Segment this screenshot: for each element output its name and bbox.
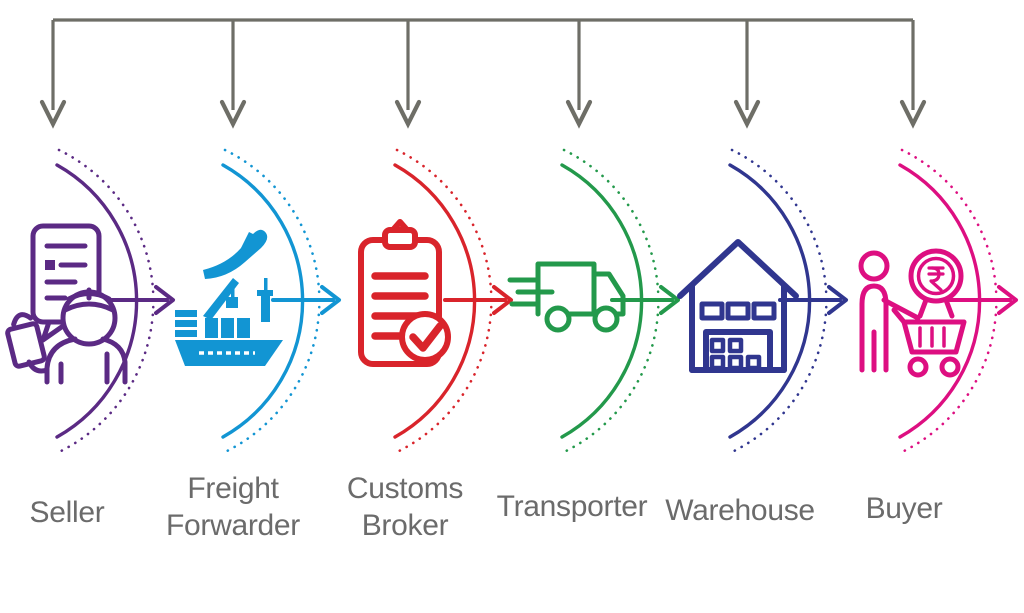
dotted-arc bbox=[562, 148, 660, 454]
stage-seller bbox=[0, 140, 197, 460]
seller-person-with-bag-icon bbox=[5, 223, 128, 385]
stage-label-transporter: Transporter bbox=[496, 490, 648, 523]
flow-arrow-right-icon bbox=[443, 285, 513, 315]
stage-label-seller: Seller bbox=[29, 496, 105, 529]
flow-arrow-right-icon bbox=[105, 285, 175, 315]
dotted-arc bbox=[730, 148, 828, 454]
stage-label-warehouse: Warehouse bbox=[665, 494, 815, 527]
delivery-truck-icon bbox=[507, 261, 626, 333]
stage-label-customs-broker: Customs Broker bbox=[346, 472, 464, 542]
warehouse-building-icon bbox=[677, 239, 799, 373]
cargo-ship-and-plane-icon bbox=[175, 229, 283, 366]
dotted-arc bbox=[900, 148, 998, 454]
stage-arc-and-arrow bbox=[393, 148, 513, 454]
flow-arrow-right-icon bbox=[271, 285, 341, 315]
buyer-with-cart-and-medal-icon bbox=[858, 248, 967, 378]
stage-transporter bbox=[452, 140, 702, 460]
stage-customs-broker bbox=[285, 140, 535, 460]
top-connector-bracket bbox=[39, 18, 927, 129]
stage-arc-and-arrow bbox=[55, 148, 175, 454]
stage-label-freight-forwarder: Freight Forwarder bbox=[166, 472, 300, 542]
stage-warehouse bbox=[620, 140, 870, 460]
clipboard-checklist-icon bbox=[358, 219, 451, 367]
stage-arc-and-arrow bbox=[898, 148, 1018, 454]
dotted-arc bbox=[223, 148, 321, 454]
stage-arc-and-arrow bbox=[728, 148, 848, 454]
down-arrow-shafts bbox=[51, 20, 915, 110]
stage-arc-and-arrow bbox=[221, 148, 341, 454]
dotted-arc bbox=[57, 148, 155, 454]
stage-label-buyer: Buyer bbox=[865, 492, 943, 525]
down-arrow-heads bbox=[39, 99, 927, 129]
flow-arrow-right-icon bbox=[948, 285, 1018, 315]
stage-freight-forwarder bbox=[113, 140, 363, 460]
flow-arrow-right-icon bbox=[778, 285, 848, 315]
dotted-arc bbox=[395, 148, 493, 454]
stage-buyer bbox=[790, 140, 1024, 460]
